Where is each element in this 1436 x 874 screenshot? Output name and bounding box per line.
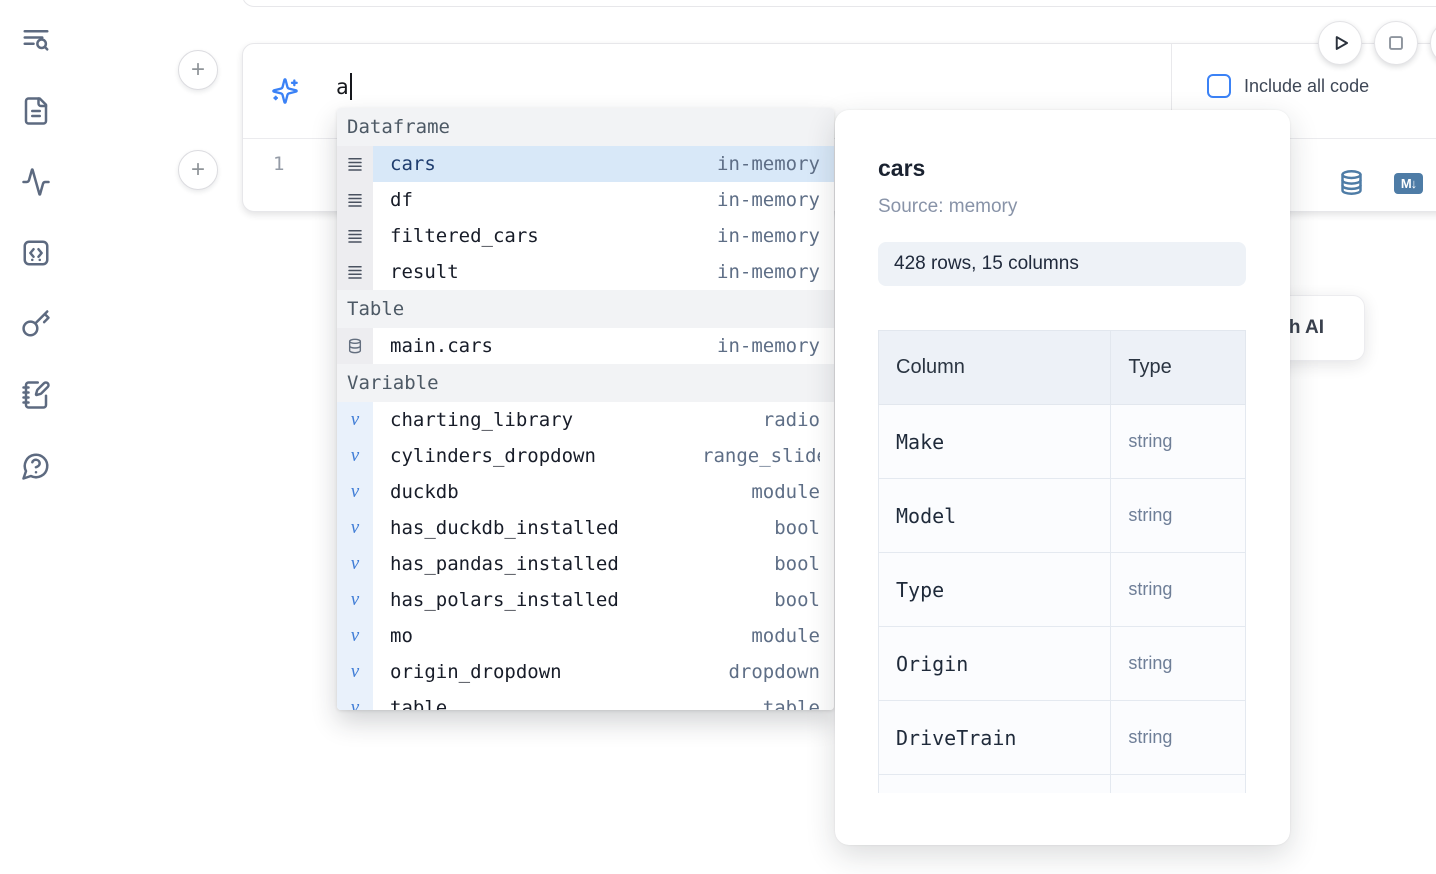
shape-badge: 428 rows, 15 columns xyxy=(878,242,1246,286)
code-editor-row[interactable]: 1 M↓ xyxy=(243,139,1436,211)
table-row-clipped xyxy=(878,774,1246,793)
variable-icon: v xyxy=(337,546,373,582)
markdown-export-icon[interactable]: M↓ xyxy=(1394,173,1423,194)
dataframe-icon xyxy=(337,182,373,218)
sparkles-icon xyxy=(271,77,299,105)
columns-table: Column Type Make string Model string Typ… xyxy=(878,330,1246,793)
help-chat-icon[interactable] xyxy=(21,451,51,481)
dataframe-icon xyxy=(337,146,373,182)
ai-prompt-input[interactable]: a xyxy=(336,72,352,100)
variable-icon: v xyxy=(337,438,373,474)
stop-button[interactable] xyxy=(1374,21,1418,65)
sidebar xyxy=(0,0,72,874)
section-header-table: Table xyxy=(337,290,834,328)
run-cell-button[interactable] xyxy=(1318,21,1362,65)
table-row: Make string xyxy=(878,404,1246,479)
table-row: Model string xyxy=(878,478,1246,553)
variable-icon: v xyxy=(337,582,373,618)
variable-icon: v xyxy=(337,690,373,710)
table-row: Origin string xyxy=(878,626,1246,701)
include-all-code-checkbox[interactable] xyxy=(1207,74,1231,98)
variable-icon: v xyxy=(337,654,373,690)
table-database-icon xyxy=(337,328,373,364)
columns-table-wrap: Column Type Make string Model string Typ… xyxy=(878,330,1246,793)
variable-icon: v xyxy=(337,510,373,546)
text-caret xyxy=(349,72,352,100)
file-document-icon[interactable] xyxy=(21,96,51,126)
notebook-pen-icon[interactable] xyxy=(21,380,51,410)
dataframe-icon xyxy=(337,218,373,254)
table-row: Type string xyxy=(878,552,1246,627)
variable-icon: v xyxy=(337,474,373,510)
dataframe-preview-panel: cars Source: memory 428 rows, 15 columns… xyxy=(835,110,1290,845)
include-all-code-label: Include all code xyxy=(1244,75,1370,96)
variable-icon: v xyxy=(337,618,373,654)
type-header: Type xyxy=(1110,330,1246,405)
column-header: Column xyxy=(878,330,1112,405)
section-header-variable: Variable xyxy=(337,364,834,402)
section-header-dataframe: Dataframe xyxy=(337,108,834,146)
database-icon[interactable] xyxy=(1338,169,1365,196)
text-search-icon[interactable] xyxy=(21,25,51,55)
table-row: DriveTrain string xyxy=(878,700,1246,775)
line-number: 1 xyxy=(273,153,285,175)
add-cell-above-button[interactable]: + xyxy=(178,50,218,90)
dataframe-icon xyxy=(337,254,373,290)
preview-source: Source: memory xyxy=(878,196,1018,217)
variable-icon: v xyxy=(337,402,373,438)
key-icon[interactable] xyxy=(21,309,51,339)
add-cell-below-button[interactable]: + xyxy=(178,150,218,190)
previous-cell xyxy=(242,0,1436,7)
activity-icon[interactable] xyxy=(21,167,51,197)
preview-title: cars xyxy=(878,155,926,181)
divider xyxy=(1171,44,1172,138)
code-square-icon[interactable] xyxy=(21,238,51,268)
